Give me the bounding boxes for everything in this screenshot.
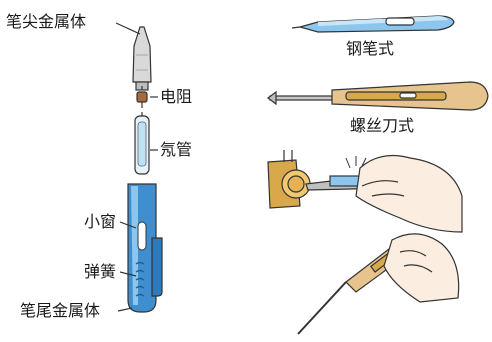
neon-tube-part xyxy=(135,112,158,174)
label-window: 小窗 xyxy=(84,214,116,230)
label-tip-metal: 笔尖金属体 xyxy=(6,14,86,30)
label-tail-metal: 笔尾金属体 xyxy=(20,303,100,319)
label-spring: 弹簧 xyxy=(84,264,116,280)
label-resistor: 电阻 xyxy=(160,89,192,105)
pen-body-part xyxy=(118,184,162,312)
exploded-test-pen xyxy=(116,23,162,312)
socket-hand-scene xyxy=(268,150,462,232)
pen-style-tester xyxy=(292,16,454,32)
screwdriver-hand-scene xyxy=(298,234,459,334)
label-pen-style: 钢笔式 xyxy=(346,41,394,57)
label-screwdriver-style: 螺丝刀式 xyxy=(350,118,414,134)
tip-metal-part xyxy=(133,27,151,82)
label-neon-tube: 氖管 xyxy=(160,142,192,158)
screwdriver-style-tester xyxy=(268,82,488,110)
